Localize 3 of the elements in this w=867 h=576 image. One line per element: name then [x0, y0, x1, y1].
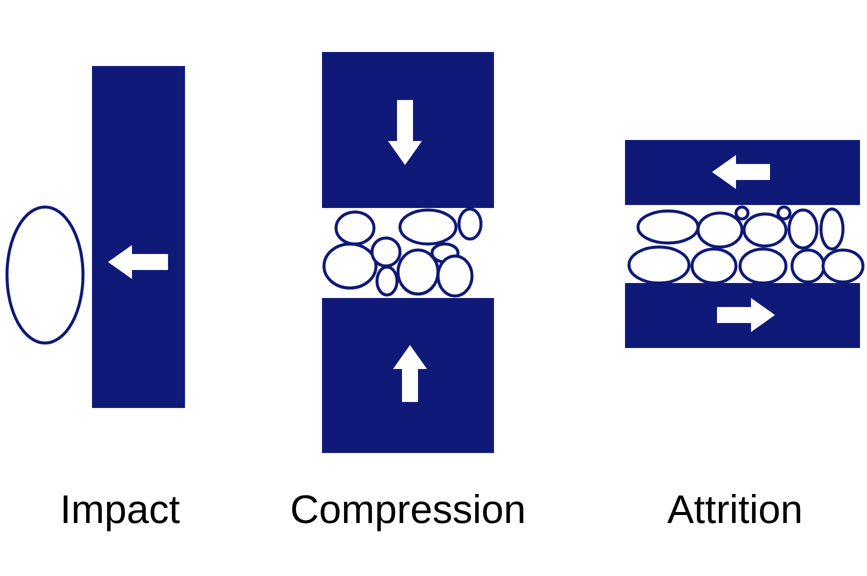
- caption: Attrition: [667, 490, 803, 530]
- caption: Compression: [290, 490, 526, 530]
- caption: Impact: [60, 490, 180, 530]
